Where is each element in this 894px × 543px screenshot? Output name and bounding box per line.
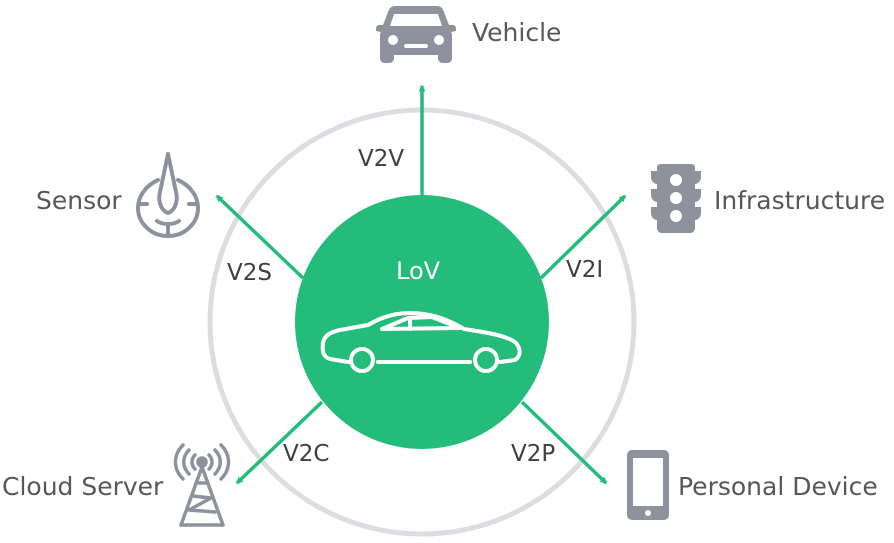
v2v-label: V2V [358,146,405,172]
vehicle-icon [376,6,456,63]
traffic-light-icon [651,164,701,233]
vehicle-label: Vehicle [472,18,562,47]
v2s-label: V2S [227,260,272,286]
arrow-v2s [215,194,305,280]
v2p-label: V2P [511,441,556,467]
personal-device-label: Personal Device [678,472,878,501]
smartphone-icon [627,450,669,520]
infrastructure-label: Infrastructure [714,186,886,215]
arrow-v2p [520,400,608,485]
v2i-label: V2I [566,257,604,283]
center-circle [295,195,549,449]
radio-tower-icon [173,443,231,527]
arrow-v2i [539,194,627,280]
car-icon [320,311,522,373]
center-title: LoV [396,257,441,285]
sensor-icon [136,152,200,238]
sensor-label: Sensor [36,186,122,215]
arrow-v2c [235,400,324,485]
v2c-label: V2C [283,441,330,467]
cloud-server-label: Cloud Server [2,472,164,501]
